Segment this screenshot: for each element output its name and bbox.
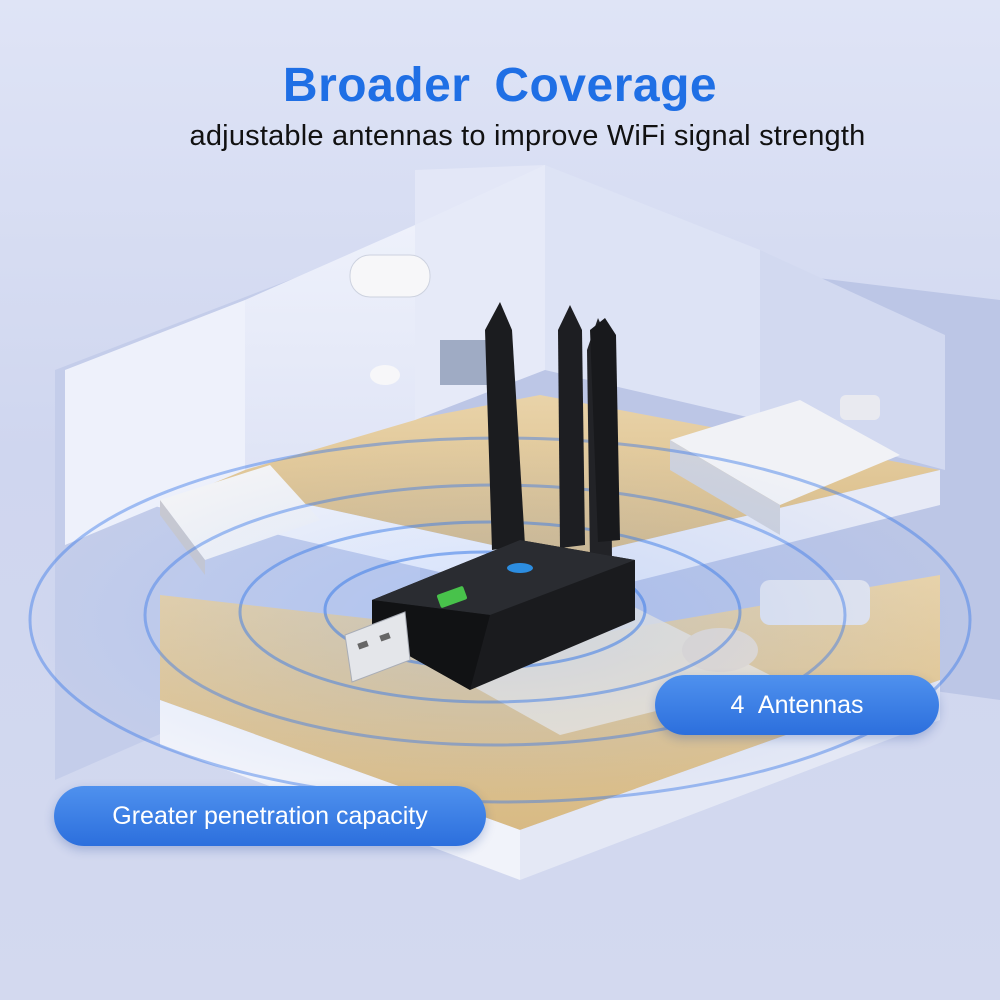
antenna-4 bbox=[590, 318, 620, 542]
wifi-adapter bbox=[344, 302, 635, 690]
usb-plug bbox=[344, 611, 411, 683]
bed-right bbox=[670, 400, 900, 505]
headline: Broader Coverage bbox=[282, 59, 718, 112]
antennas-callout: 4 Antennas bbox=[655, 675, 939, 735]
status-led bbox=[507, 563, 533, 573]
antennas-callout-label: 4 Antennas bbox=[730, 691, 864, 719]
subheadline: adjustable antennas to improve WiFi sign… bbox=[189, 120, 866, 152]
usb-label bbox=[437, 586, 467, 608]
penetration-callout: Greater penetration capacity bbox=[54, 786, 486, 846]
antenna-1 bbox=[485, 302, 525, 550]
water-heater bbox=[349, 254, 431, 298]
penetration-callout-label: Greater penetration capacity bbox=[112, 802, 428, 830]
antenna-2 bbox=[558, 305, 585, 548]
